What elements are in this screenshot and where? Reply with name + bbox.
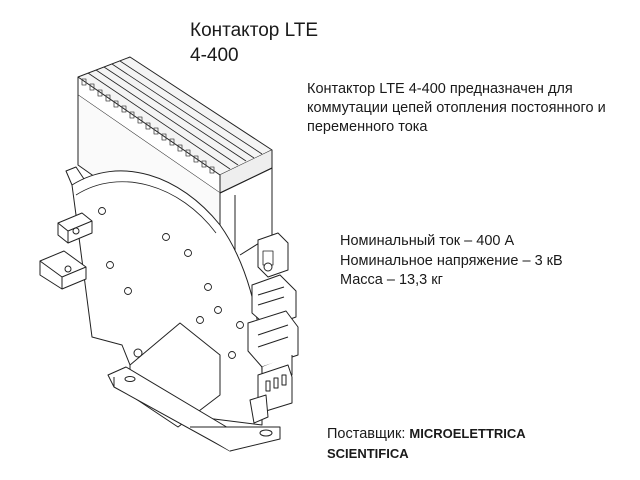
spec-rated-voltage: Номинальное напряжение – 3 кВ xyxy=(340,252,563,269)
description: Контактор LTE 4-400 предназначен для ком… xyxy=(307,81,606,135)
cooling-fins xyxy=(77,56,273,194)
mounting-bracket xyxy=(107,322,281,452)
title-line-1: Контактор LTE xyxy=(190,20,319,41)
supplier-block: Поставщик: MICROELETTRICA SCIENTIFICA xyxy=(327,424,627,464)
contactor-drawing xyxy=(30,55,310,455)
supplier-name-line-2: SCIENTIFICA xyxy=(327,446,409,461)
page-title: Контактор LTE 4-400 xyxy=(190,18,340,68)
specs-block: Номинальный ток – 400 А Номинальное напр… xyxy=(340,232,630,291)
supplier-name-line-1: MICROELETTRICA xyxy=(409,426,526,441)
supplier-label: Поставщик: xyxy=(327,426,410,442)
spec-mass: Масса – 13,3 кг xyxy=(340,272,443,288)
terminal-bars xyxy=(39,212,93,290)
switching-mechanism xyxy=(247,232,299,424)
title-line-2: 4-400 xyxy=(190,45,239,66)
contactor-drawing-icon xyxy=(39,56,299,452)
spec-rated-current: Номинальный ток – 400 А xyxy=(340,233,515,249)
